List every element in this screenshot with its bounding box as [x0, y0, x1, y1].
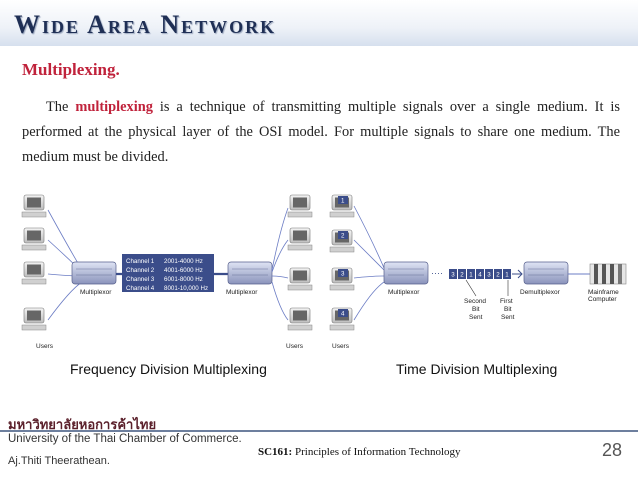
- tdm-stream-slot-number: 3: [487, 272, 491, 279]
- fdm-channel-table: Channel 1 2001-4000 Hz Channel 2 4001-60…: [122, 254, 214, 292]
- course-code: SC161:: [258, 446, 293, 458]
- channel-4-range: 8001-10,000 Hz: [164, 285, 208, 292]
- channel-2-name: Channel 2: [126, 267, 155, 274]
- fdm-left-users: [21, 194, 47, 331]
- channel-1-range: 2001-4000 Hz: [164, 258, 203, 265]
- para-prefix: The: [46, 99, 76, 115]
- tdm-user-badge-4: 4: [341, 311, 345, 318]
- tdm-stream-slot: [494, 269, 502, 279]
- second-bit-label: Second Bit Sent: [464, 298, 486, 321]
- svg-text:Mainframe: Mainframe: [588, 289, 619, 296]
- tdm-stream-slot-number: 2: [460, 272, 464, 279]
- tdm-demux: [523, 261, 569, 285]
- tdm-mux-label: Multiplexor: [388, 289, 420, 296]
- fdm-right-links: [271, 207, 289, 321]
- svg-text:Bit: Bit: [472, 306, 480, 313]
- tdm-stream-slot: [485, 269, 493, 279]
- fdm-right-mux-label: Multiplexor: [226, 289, 258, 296]
- channel-1-name: Channel 1: [126, 258, 155, 265]
- svg-text:Computer: Computer: [588, 296, 617, 303]
- tdm-stream-slot-number: 1: [469, 272, 473, 279]
- course-name: Principles of Information Technology: [292, 446, 461, 458]
- mainframe-icon: [589, 263, 627, 285]
- fdm-left-users-label: Users: [36, 343, 54, 350]
- multiplexing-diagram: Users Multiplexor Channel 1 2001-4000 Hz…: [21, 194, 627, 350]
- university-thai-name: มหาวิทยาลัยหอการค้าไทย: [8, 418, 157, 433]
- tdm-stream-slot-number: 2: [496, 272, 500, 279]
- para-highlight: multiplexing: [75, 99, 153, 115]
- tdm-stream-slot: [503, 269, 511, 279]
- svg-text:Second: Second: [464, 298, 486, 305]
- tdm-stream-slot-number: 1: [505, 272, 509, 279]
- channel-2-range: 4001-6000 Hz: [164, 267, 203, 274]
- fdm-caption: Frequency Division Multiplexing: [70, 361, 267, 377]
- fdm-right-users: [287, 194, 313, 331]
- tdm-mux: [383, 261, 429, 285]
- course-label: SC161: Principles of Information Technol…: [258, 446, 461, 458]
- university-english-name: University of the Thai Chamber of Commer…: [8, 433, 242, 445]
- para-rest: is a technique of transmitting multiple …: [22, 99, 620, 165]
- mainframe-label: Mainframe Computer: [588, 289, 619, 303]
- tdm-stream-slot: [476, 269, 484, 279]
- intro-paragraph: The multiplexing is a technique of trans…: [22, 95, 620, 170]
- first-bit-label: First Bit Sent: [500, 298, 515, 321]
- tdm-demux-label: Demultiplexor: [520, 289, 561, 296]
- tdm-user-badge-3: 3: [341, 271, 345, 278]
- tdm-user-badge-2: 2: [341, 233, 345, 240]
- slide-subtitle: Multiplexing.: [22, 60, 120, 79]
- footer-rule: [0, 430, 638, 432]
- fdm-left-mux: [71, 261, 117, 285]
- channel-4-name: Channel 4: [126, 285, 155, 292]
- tdm-stream-slot: [449, 269, 457, 279]
- svg-text:First: First: [500, 298, 513, 305]
- tdm-arrow: [512, 269, 523, 279]
- tdm-slot-badges: 1 2 3 4: [338, 196, 348, 318]
- tdm-stream-slot: [458, 269, 466, 279]
- slide-number: 28: [601, 440, 622, 460]
- tdm-links: [353, 205, 385, 321]
- fdm-right-users-label: Users: [286, 343, 304, 350]
- tdm-caption: Time Division Multiplexing: [396, 361, 558, 377]
- svg-text:Sent: Sent: [469, 314, 483, 321]
- tdm-stream-ellipsis: ····: [431, 268, 443, 278]
- header-band: [0, 0, 638, 46]
- tdm-stream-slot-number: 3: [451, 272, 455, 279]
- fdm-left-mux-label: Multiplexor: [80, 289, 112, 296]
- svg-text:Bit: Bit: [504, 306, 512, 313]
- second-bit-pointer: [465, 279, 477, 297]
- svg-text:Sent: Sent: [501, 314, 515, 321]
- author-name: Aj.Thiti Theerathean.: [8, 455, 110, 467]
- slide-title: Wide Area Network: [14, 10, 277, 39]
- tdm-stream-slot-number: 4: [478, 272, 482, 279]
- channel-3-name: Channel 3: [126, 276, 155, 283]
- tdm-stream-slot: [467, 269, 475, 279]
- tdm-users-label: Users: [332, 343, 350, 350]
- channel-3-range: 6001-8000 Hz: [164, 276, 203, 283]
- fdm-right-mux: [227, 261, 273, 285]
- tdm-user-badge-1: 1: [341, 198, 345, 205]
